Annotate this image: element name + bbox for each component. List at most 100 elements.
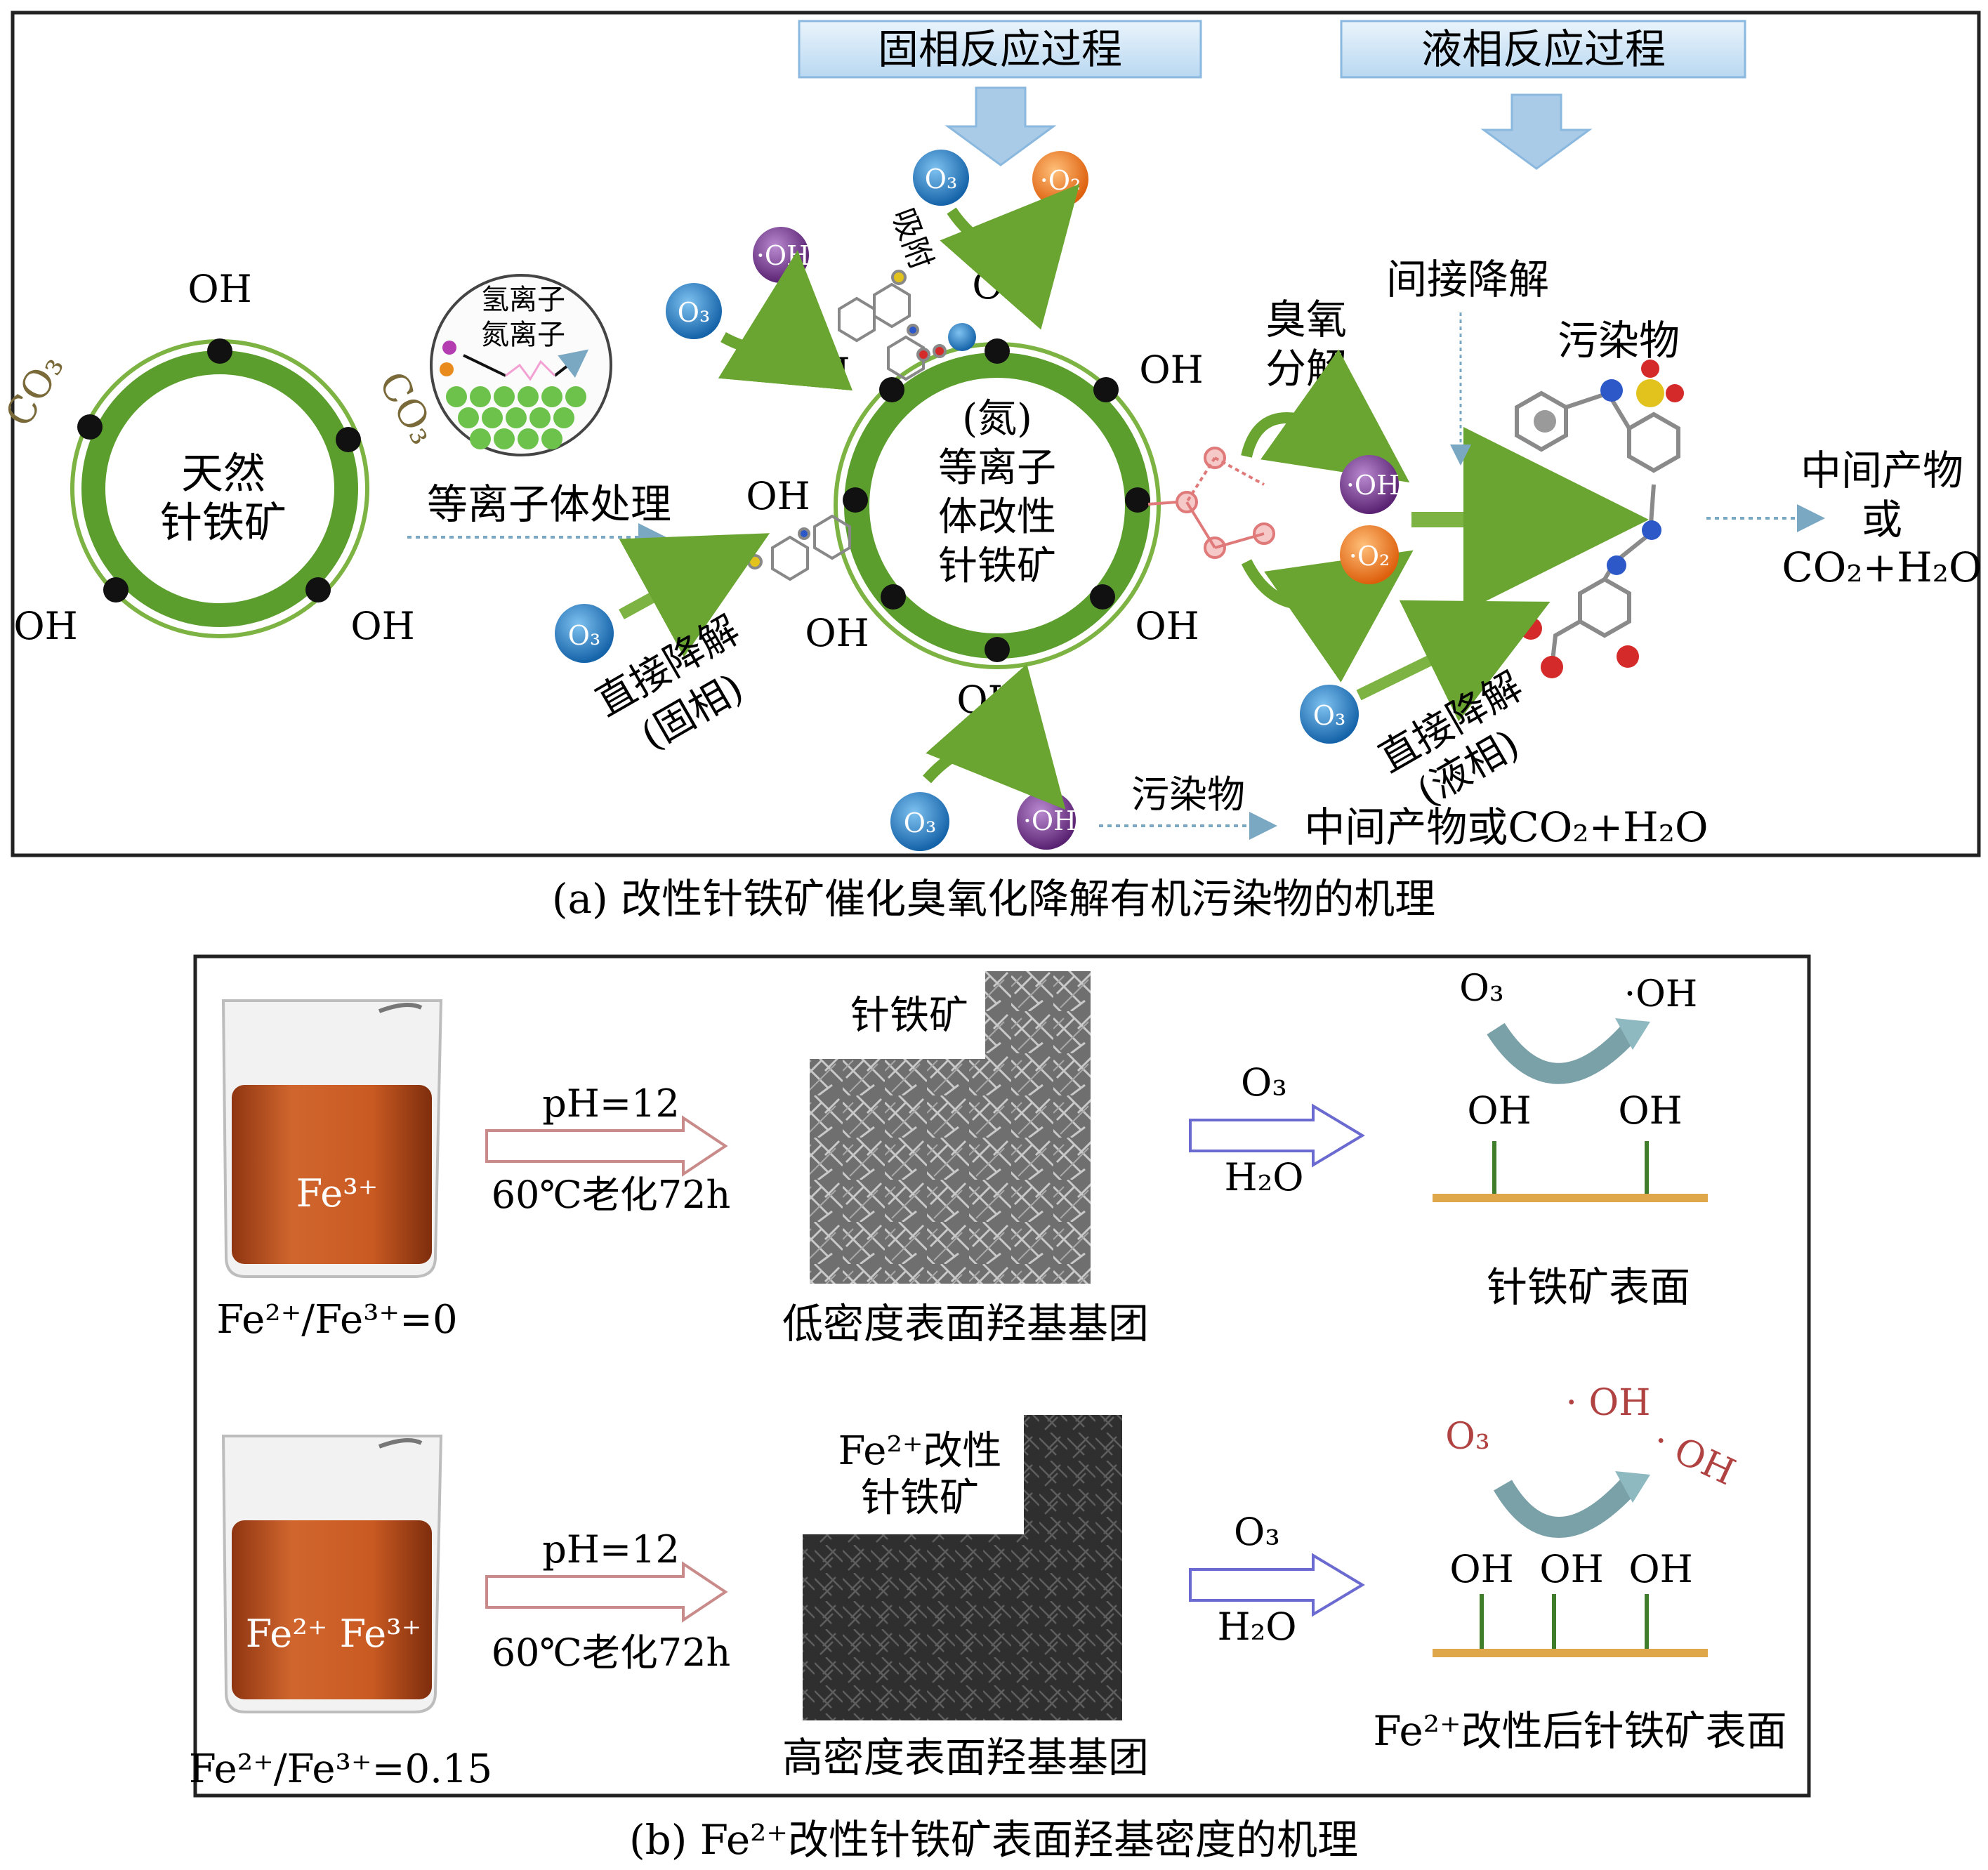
indirect-label: 间接降解	[1386, 256, 1549, 303]
panel-a-caption: (a) 改性针铁矿催化臭氧化降解有机污染物的机理	[552, 875, 1435, 923]
o2-radical: ·O₂	[1032, 151, 1088, 207]
sem-label-1: Fe²⁺改性	[838, 1428, 1002, 1474]
curved-arrow	[940, 184, 1080, 330]
rx-oh-label: ·OH	[1624, 973, 1698, 1015]
plasma-treatment-label: 等离子体处理	[427, 480, 671, 528]
pollutant-molecule	[1515, 360, 1684, 678]
natural-label-1: 天然	[181, 449, 265, 499]
fe-ratio-label: Fe²⁺/Fe³⁺=0	[216, 1297, 457, 1343]
surface-label: 针铁矿表面	[1487, 1263, 1690, 1311]
surface-hydroxyl: O₃ ·OH OH OH 针铁矿表面	[1433, 968, 1708, 1311]
beaker-ion-label: Fe²⁺ Fe³⁺	[246, 1612, 421, 1656]
surface-hydroxyl: O₃ · OH · OH OH OH OH Fe²⁺改性后针铁矿表面	[1373, 1382, 1786, 1755]
direct-degradation-arrow	[619, 533, 770, 657]
o3-small-molecule	[948, 323, 976, 351]
surface-label: Fe²⁺改性后针铁矿表面	[1373, 1707, 1786, 1755]
o3-label: O₃	[1234, 1510, 1280, 1554]
o3-label: O₃	[1313, 700, 1345, 731]
curved-arrow	[718, 250, 853, 391]
sem-label: 针铁矿	[850, 993, 968, 1039]
oh-label: OH	[1539, 1547, 1603, 1591]
sem-image: 针铁矿	[810, 971, 1091, 1284]
oh-radical-label: ·OH	[1023, 805, 1077, 836]
adsorbed-molecule	[838, 270, 947, 381]
o3-label: O₃	[925, 164, 957, 195]
ozone-decomp-label-1: 臭氧	[1265, 296, 1347, 343]
adsorb-label: 吸附	[885, 204, 940, 274]
oh-label: OH	[786, 350, 850, 394]
oh-label: OH	[1628, 1547, 1692, 1591]
modified-goethite: (氮) 等离子 体改性 针铁矿 OH OH OH OH OH OH OH	[746, 263, 1203, 722]
down-arrow-icon	[944, 86, 1057, 166]
o2-radical-label: ·O₂	[1349, 541, 1390, 572]
aging-label: 60℃老化72h	[492, 1631, 731, 1675]
surface-complex	[1147, 447, 1275, 559]
oh-label: OH	[1618, 1088, 1682, 1133]
liquid-phase-label: 液相反应过程	[1421, 25, 1666, 73]
beaker: Fe²⁺ Fe³⁺	[221, 1435, 443, 1713]
co3-label: CO₃	[0, 347, 72, 434]
modified-label-4: 针铁矿	[938, 544, 1056, 589]
o3-label: O₃	[904, 808, 936, 838]
o2-radical-label: ·O₂	[1040, 165, 1081, 196]
reaction-arrow	[485, 1561, 728, 1623]
reaction-arrow	[1189, 1103, 1365, 1168]
oh-label: OH	[1467, 1088, 1531, 1133]
oh-label: OH	[972, 263, 1036, 308]
oh-label: OH	[805, 611, 869, 655]
oh-radical-label: ·OH	[756, 240, 810, 271]
oh-label: OH	[746, 474, 810, 518]
oh-radical: ·OH	[1340, 455, 1400, 514]
ph-label: pH=12	[542, 1527, 680, 1572]
sem-label-2: 针铁矿	[861, 1475, 979, 1521]
bottom-product-label: 中间产物或CO₂+H₂O	[1304, 803, 1708, 851]
o3-molecule: O₃	[555, 604, 614, 663]
curved-arrow	[1241, 550, 1414, 683]
o3-label: O₃	[678, 297, 710, 328]
o2-radical: ·O₂	[1340, 525, 1399, 584]
hydrogen-ion-label: 氢离子	[481, 284, 565, 316]
nitrogen-ion-label: 氮离子	[481, 319, 565, 351]
oh-label: OH	[1139, 348, 1203, 392]
sem-image: Fe²⁺改性 针铁矿	[803, 1415, 1122, 1720]
down-arrow-icon	[1480, 93, 1593, 170]
rx-oh-label: · OH	[1565, 1382, 1650, 1424]
panel-b-caption: (b) Fe²⁺改性针铁矿表面羟基密度的机理	[629, 1816, 1358, 1864]
oh-label: OH	[350, 604, 414, 648]
o3-label: O₃	[568, 620, 600, 651]
fe-ratio-label: Fe²⁺/Fe³⁺=0.15	[189, 1746, 492, 1792]
natural-goethite: 天然 针铁矿 OH OH OH CO₃ CO₃	[0, 267, 446, 648]
solid-phase-label: 固相反应过程	[878, 25, 1122, 73]
oh-label: OH	[13, 604, 77, 648]
modified-label-3: 体改性	[938, 494, 1056, 540]
direct-degradation-arrow	[1356, 600, 1551, 722]
oh-label: OH	[956, 678, 1020, 722]
h2o-label: H₂O	[1224, 1155, 1303, 1199]
pollutant-label: 污染物	[1558, 317, 1680, 364]
panel-a-frame	[11, 11, 1981, 857]
o3-label: O₃	[1241, 1060, 1287, 1105]
modified-label-2: 等离子	[938, 445, 1056, 491]
density-label: 低密度表面羟基基团	[782, 1300, 1149, 1348]
product-label-2: 或	[1862, 496, 1902, 544]
o3-molecule: O₃	[666, 283, 722, 339]
o3-molecule: O₃	[1300, 685, 1359, 744]
o3-molecule: O₃	[913, 150, 969, 206]
product-label-1: 中间产物	[1801, 447, 1963, 494]
rx-oh-label: · OH	[1647, 1420, 1742, 1494]
panel-b-frame	[193, 954, 1811, 1798]
plasma-illustration: 氢离子 氮离子	[430, 274, 611, 456]
curved-arrow	[1241, 349, 1410, 483]
ozone-decomp-label-2: 分解	[1265, 345, 1347, 393]
ph-label: pH=12	[542, 1081, 680, 1126]
bottom-pollutant-label: 污染物	[1131, 772, 1245, 817]
curved-arrow	[923, 664, 1066, 810]
h2o-label: H₂O	[1217, 1605, 1296, 1649]
reaction-arrow	[485, 1115, 728, 1177]
oh-radical-label: ·OH	[1346, 470, 1400, 501]
oh-label: OH	[1449, 1547, 1513, 1591]
density-label: 高密度表面羟基基团	[782, 1734, 1149, 1782]
oh-radical: ·OH	[753, 227, 810, 283]
product-label-3: CO₂+H₂O	[1782, 544, 1982, 591]
